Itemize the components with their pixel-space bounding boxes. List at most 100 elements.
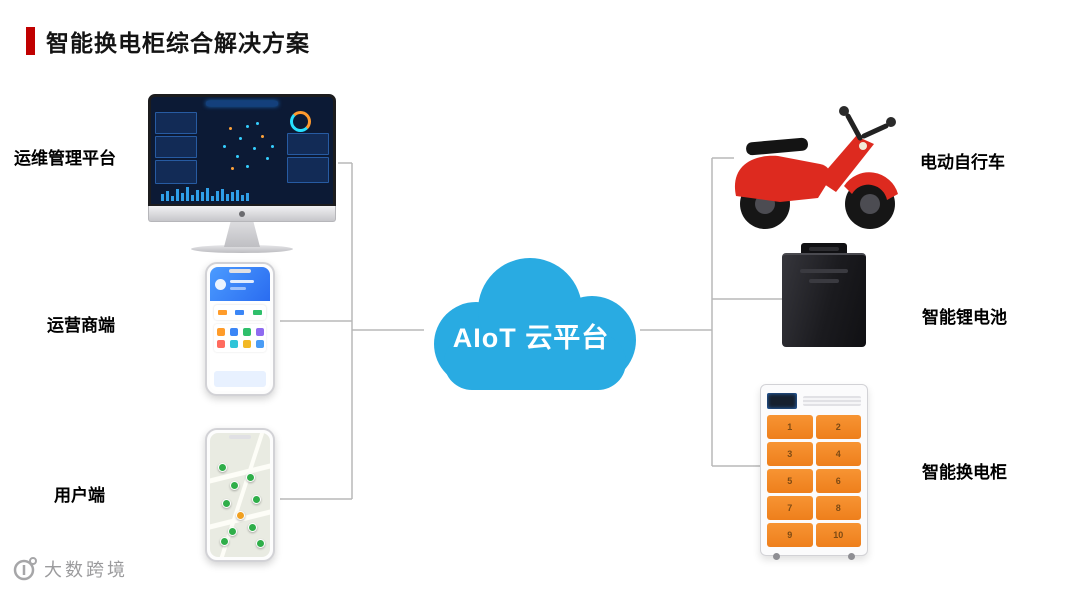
dashboard-bar xyxy=(206,188,209,201)
dashboard-gauge xyxy=(290,111,311,132)
brand-watermark: 大数跨境 xyxy=(12,556,128,582)
cabinet-door: 2 xyxy=(815,415,861,439)
dashboard-map-dot xyxy=(239,137,242,140)
avatar xyxy=(215,279,226,290)
imac-base xyxy=(191,245,293,253)
dashboard-bar xyxy=(241,195,244,201)
map-pin xyxy=(256,539,265,548)
phone-notch xyxy=(229,435,251,439)
cloud-shape xyxy=(434,258,636,390)
dashboard-bar xyxy=(196,190,199,201)
app-text-line xyxy=(230,280,254,283)
title-accent-bar xyxy=(26,27,35,55)
cabinet-feet xyxy=(773,553,855,560)
scooter-rear-body xyxy=(734,155,830,202)
apple-logo-icon xyxy=(239,210,245,217)
cabinet-door: 1 xyxy=(767,415,813,439)
dashboard-bar xyxy=(171,196,174,201)
dashboard-bar xyxy=(236,190,239,201)
dashboard-bar xyxy=(211,196,214,201)
dashboard-map-dot xyxy=(236,155,239,158)
scooter-handlebar xyxy=(845,113,889,141)
cabinet-door: 4 xyxy=(815,442,861,466)
brand-logo-icon xyxy=(13,557,37,581)
map-pin xyxy=(230,481,239,490)
cabinet-door: 6 xyxy=(815,469,861,493)
cabinet-vent xyxy=(803,396,861,406)
imac-chin xyxy=(148,206,336,222)
lithium-battery xyxy=(782,243,866,347)
app-icon xyxy=(255,328,264,336)
dashboard-bar xyxy=(181,193,184,201)
dashboard-header-bar xyxy=(205,101,279,106)
label-battery: 智能锂电池 xyxy=(922,308,1007,327)
dashboard-map-dot xyxy=(246,165,249,168)
brand-name: 大数跨境 xyxy=(44,560,128,580)
scooter-seat xyxy=(746,137,808,156)
dashboard-bar xyxy=(166,191,169,201)
app-icon xyxy=(229,328,238,336)
phone-notch xyxy=(229,269,251,273)
battery-label-line xyxy=(799,269,849,273)
map-pin xyxy=(228,527,237,536)
label-operator-app: 运营商端 xyxy=(47,316,115,335)
battery-handle xyxy=(801,243,847,256)
stat-chip xyxy=(218,310,228,315)
dashboard-map-dot xyxy=(256,122,259,125)
dashboard-map-dot xyxy=(246,125,249,128)
dashboard-bar xyxy=(221,189,224,201)
cabinet-door: 8 xyxy=(815,496,861,520)
imac-stand xyxy=(224,222,260,247)
map-pin xyxy=(246,473,255,482)
dashboard-bar xyxy=(246,193,249,201)
cabinet-door: 5 xyxy=(767,469,813,493)
stat-chip xyxy=(252,310,262,315)
cabinet-caster xyxy=(773,553,780,560)
cabinet-door: 7 xyxy=(767,496,813,520)
operator-phone xyxy=(205,262,275,396)
battery-label-line xyxy=(808,279,840,283)
app-icon xyxy=(216,340,225,348)
headlight xyxy=(859,142,867,150)
app-icon xyxy=(216,328,225,336)
dashboard-panel xyxy=(287,133,329,155)
label-e-bike: 电动自行车 xyxy=(920,153,1005,172)
dashboard-map-dot xyxy=(266,157,269,160)
dashboard-map-dot xyxy=(223,145,226,148)
battery-body xyxy=(782,253,866,347)
stat-chip xyxy=(235,310,245,315)
dashboard-panel xyxy=(155,136,197,158)
front-hub xyxy=(860,194,880,214)
dashboard-screen xyxy=(148,94,336,206)
label-user-app: 用户端 xyxy=(54,486,105,505)
dashboard-map-dot xyxy=(229,127,232,130)
scooter-front-fender xyxy=(844,172,898,200)
cabinet-door: 3 xyxy=(767,442,813,466)
dashboard-map-dot xyxy=(261,135,264,138)
scooter-front-column xyxy=(818,136,874,192)
left-mirror xyxy=(839,106,849,116)
cloud-label: AIoT 云平台 xyxy=(452,323,610,353)
imac-dashboard xyxy=(148,94,336,253)
cabinet-door: 9 xyxy=(767,523,813,547)
map-pin xyxy=(222,499,231,508)
dashboard-bars xyxy=(161,185,323,201)
dashboard-map-dot xyxy=(271,145,274,148)
dashboard-bar xyxy=(216,191,219,201)
app-icon xyxy=(242,328,251,336)
page-title: 智能换电柜综合解决方案 xyxy=(46,30,310,56)
app-stats-card xyxy=(214,305,266,320)
dashboard-bar xyxy=(201,192,204,201)
battery-handle-slot xyxy=(809,247,839,251)
dashboard-panel xyxy=(287,157,329,183)
map-pin xyxy=(252,495,261,504)
dashboard-bar xyxy=(161,194,164,201)
app-banner xyxy=(214,371,266,387)
app-icon xyxy=(229,340,238,348)
map-pin xyxy=(236,511,245,520)
label-swap-cabinet: 智能换电柜 xyxy=(922,463,1007,482)
dashboard-map-dot xyxy=(231,167,234,170)
map-pin xyxy=(220,537,229,546)
